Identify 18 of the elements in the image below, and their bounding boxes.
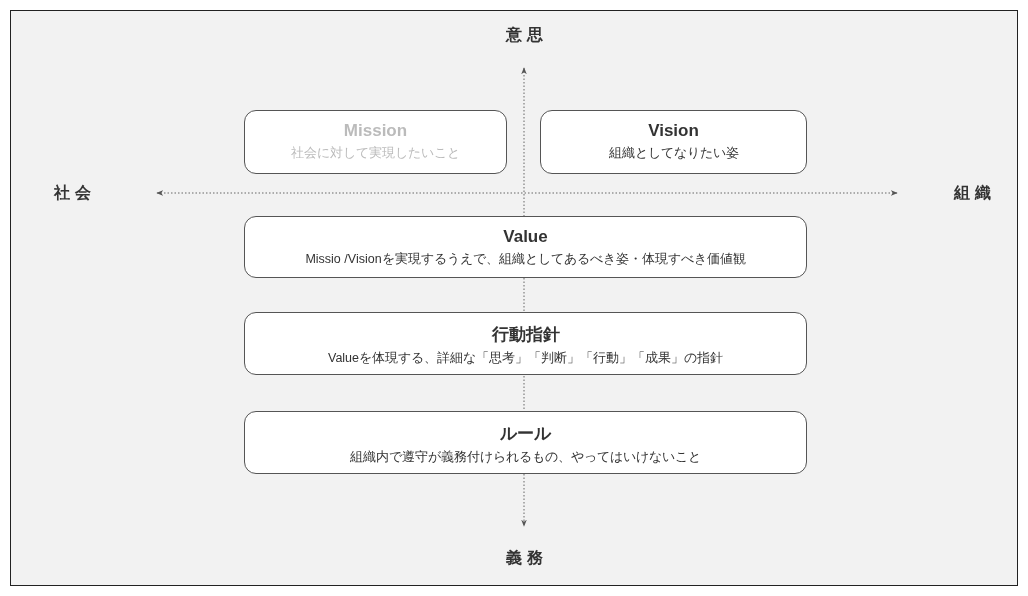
left-axis-label: 社会 bbox=[53, 182, 96, 203]
right-axis-label: 組織 bbox=[953, 182, 996, 203]
top-axis-label: 意思 bbox=[505, 24, 548, 45]
box-description: 組織としてなりたい姿 bbox=[608, 145, 739, 162]
box-description: 組織内で遵守が義務付けられるもの、やってはいけないこと bbox=[350, 449, 701, 466]
box-description: 社会に対して実現したいこと bbox=[291, 145, 460, 162]
guideline-box bbox=[244, 312, 807, 375]
box-title: 行動指針 bbox=[491, 324, 560, 346]
box-title: ルール bbox=[500, 423, 551, 445]
value-box bbox=[244, 216, 807, 278]
box-title: Mission bbox=[343, 121, 408, 141]
box-title: Vision bbox=[648, 121, 699, 141]
box-description: Missio /Visionを実現するうえで、組織としてあるべき姿・体現すべき価値観 bbox=[305, 251, 746, 268]
box-title: Value bbox=[503, 227, 548, 247]
mission-box bbox=[244, 110, 507, 174]
vision-box bbox=[540, 110, 807, 174]
bottom-axis-label: 義務 bbox=[505, 547, 548, 568]
box-description: Valueを体現する、詳細な「思考」「判断」「行動」「成果」の指針 bbox=[327, 350, 723, 367]
